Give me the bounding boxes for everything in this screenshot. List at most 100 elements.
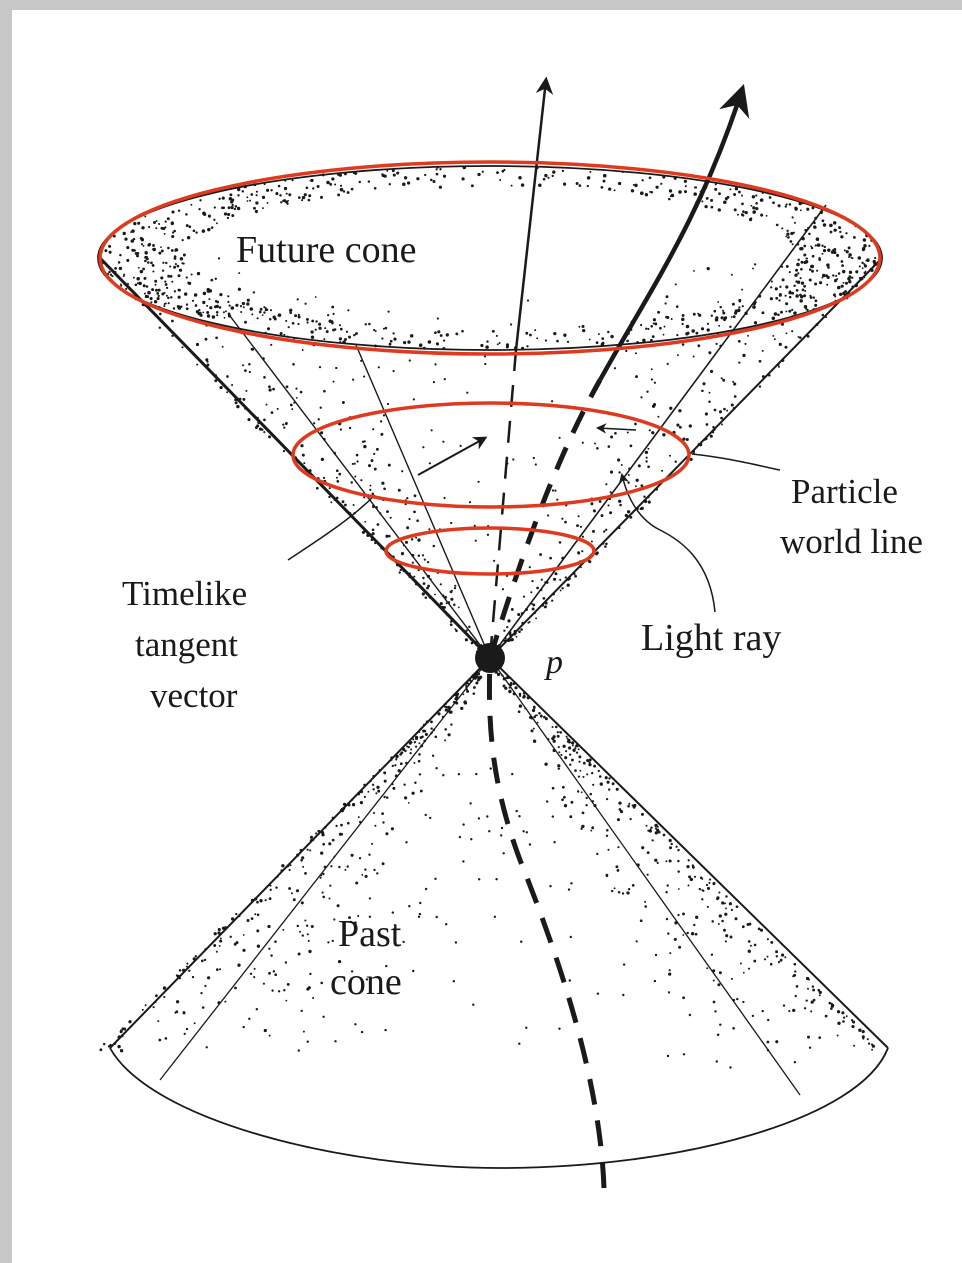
stipple-dot <box>309 849 312 852</box>
stipple-dot <box>525 1026 528 1030</box>
stipple-dot <box>206 360 209 363</box>
stipple-dot <box>595 341 599 345</box>
stipple-dot <box>647 327 650 331</box>
stipple-dot <box>714 183 717 186</box>
stipple-dot <box>164 220 167 223</box>
stipple-dot <box>195 231 198 234</box>
stipple-dot <box>826 275 830 280</box>
stipple-dot <box>874 256 877 260</box>
stipple-dot <box>447 705 451 710</box>
stipple-dot <box>299 390 303 394</box>
stipple-dot <box>245 389 248 392</box>
stipple-dot <box>779 958 783 962</box>
stipple-dot <box>443 378 446 381</box>
stipple-dot <box>666 362 669 365</box>
stipple-dot <box>564 756 568 760</box>
stipple-dot <box>531 607 535 611</box>
stipple-dot <box>148 226 151 229</box>
stipple-dot <box>109 1043 112 1046</box>
stipple-dot <box>163 304 166 308</box>
stipple-dot <box>628 802 631 805</box>
stipple-dot <box>611 782 615 786</box>
stipple-dot <box>213 944 217 947</box>
stipple-dot <box>848 255 851 259</box>
stipple-dot <box>122 231 126 236</box>
stipple-dot <box>369 484 372 487</box>
stipple-dot <box>255 194 258 197</box>
stipple-dot <box>626 510 631 514</box>
stipple-dot <box>602 179 606 183</box>
stipple-dot <box>291 179 294 182</box>
stipple-dot <box>319 876 322 879</box>
stipple-dot <box>219 937 222 940</box>
particle-leader <box>691 453 781 471</box>
stipple-dot <box>344 503 347 507</box>
stipple-dot <box>306 933 309 936</box>
stipple-dot <box>195 342 200 347</box>
stipple-dot <box>806 334 810 338</box>
stipple-dot <box>350 853 354 857</box>
stipple-dot <box>862 238 867 242</box>
stipple-dot <box>314 296 317 298</box>
stipple-dot <box>821 252 824 255</box>
stipple-dot <box>737 339 741 343</box>
stipple-dot <box>156 292 160 295</box>
stipple-dot <box>264 308 268 312</box>
stipple-dot <box>818 994 821 997</box>
stipple-dot <box>455 629 458 633</box>
stipple-dot <box>188 225 192 229</box>
stipple-dot <box>141 226 145 230</box>
stipple-dot <box>644 450 649 455</box>
stipple-dot <box>517 612 521 617</box>
stipple-dot <box>797 335 800 338</box>
stipple-dot <box>613 189 616 192</box>
stipple-dot <box>289 403 293 407</box>
stipple-dot <box>852 1020 856 1024</box>
stipple-dot <box>114 267 117 270</box>
stipple-dot <box>518 630 521 633</box>
past-cone <box>109 657 889 1169</box>
stipple-dot <box>731 302 735 306</box>
stipple-dot <box>569 815 573 819</box>
stipple-dot <box>421 554 425 557</box>
stipple-dot <box>574 744 578 748</box>
stipple-dot <box>146 257 149 261</box>
stipple-dot <box>307 198 311 202</box>
stipple-dot <box>445 333 449 337</box>
stipple-dot <box>531 580 534 583</box>
stipple-dot <box>723 407 726 411</box>
stipple-dot <box>674 460 677 463</box>
stipple-dot <box>670 193 675 198</box>
stipple-dot <box>417 915 421 918</box>
stipple-dot <box>590 502 594 506</box>
stipple-dot <box>256 913 260 917</box>
stipple-dot <box>713 309 717 313</box>
stipple-dot <box>231 383 234 387</box>
stipple-dot <box>604 545 607 548</box>
stipple-dot <box>581 550 584 553</box>
stipple-dot <box>464 638 468 642</box>
stipple-dot <box>530 729 534 733</box>
stipple-dot <box>614 431 617 435</box>
stipple-dot <box>472 692 476 695</box>
stipple-dot <box>253 976 256 979</box>
stipple-dot <box>286 202 289 205</box>
stipple-dot <box>655 185 659 189</box>
stipple-dot <box>185 213 188 216</box>
stipple-dot <box>152 243 155 247</box>
stipple-dot <box>371 783 375 786</box>
stipple-dot <box>406 181 411 185</box>
stipple-dot <box>689 457 693 461</box>
stipple-dot <box>320 431 324 435</box>
stipple-dot <box>578 755 582 759</box>
stipple-dot <box>708 351 712 355</box>
stipple-dot <box>533 707 536 710</box>
stipple-dot <box>120 284 123 287</box>
stipple-dot <box>119 1029 123 1033</box>
stipple-dot <box>681 322 684 326</box>
stipple-dot <box>202 311 205 314</box>
stipple-dot <box>384 326 388 330</box>
stipple-dot <box>454 584 457 587</box>
stipple-dot <box>187 281 192 286</box>
stipple-dot <box>289 308 293 312</box>
